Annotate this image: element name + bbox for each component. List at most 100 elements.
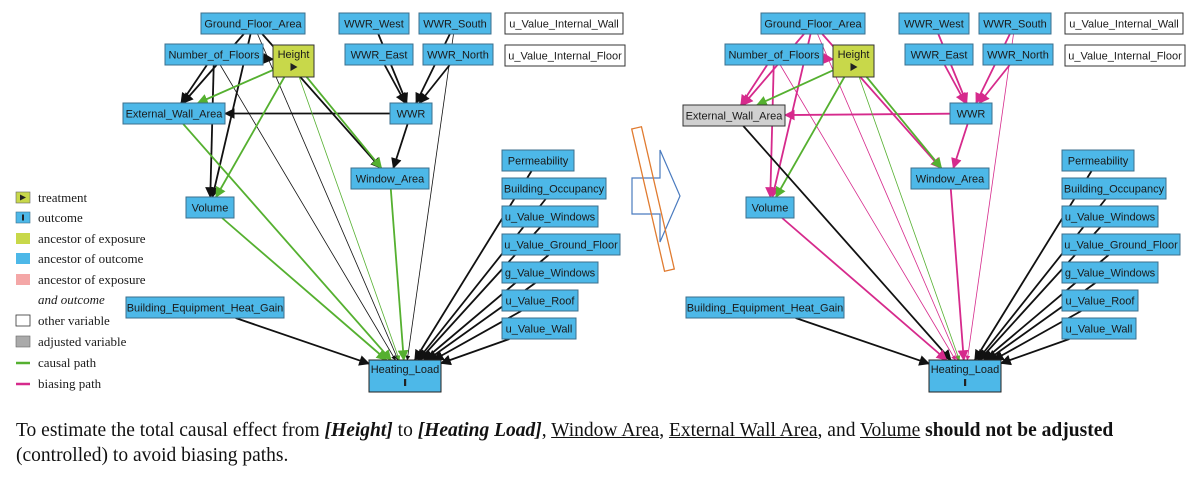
left-edges <box>180 33 550 366</box>
right-node-label: Building_Equipment_Heat_Gain <box>687 303 844 315</box>
caption-treatment: [Height] <box>324 420 393 441</box>
left-edge-volume-to-heating_load <box>221 217 388 361</box>
right-node-label: Number_of_Floors <box>728 50 820 62</box>
right-node-permeability[interactable]: Permeability <box>1061 149 1135 172</box>
left-node-permeability[interactable]: Permeability <box>501 149 575 172</box>
left-node-wwr-east[interactable]: WWR_East <box>344 43 414 66</box>
left-edge-height-to-window_area <box>305 76 383 169</box>
right-node-label: Building_Occupancy <box>1064 184 1165 196</box>
right-node-label: Ground_Floor_Area <box>764 19 862 31</box>
right-node-wwr[interactable]: WWR <box>949 102 993 125</box>
left-edge-u_value_wall-to-heating_load <box>439 338 510 366</box>
left-node-wwr-west[interactable]: WWR_West <box>338 12 410 35</box>
caption-volume: Volume <box>859 420 921 441</box>
right-node-label: Heating_Load <box>931 364 1000 376</box>
right-node-ground-floor-area[interactable]: Ground_Floor_Area <box>760 12 866 35</box>
left-node-label: u_Value_Windows <box>505 212 596 224</box>
caption-window-area: Window Area <box>551 420 660 441</box>
left-node-building-occupancy[interactable]: Building_Occupancy <box>501 177 607 200</box>
right-node-label: Height <box>838 49 870 61</box>
right-node-u-value-roof[interactable]: u_Value_Roof <box>1061 289 1139 312</box>
left-node-u-value-internal-floor[interactable]: u_Value_Internal_Floor <box>504 44 626 67</box>
left-node-wwr-south[interactable]: WWR_South <box>418 12 492 35</box>
right-node-label: WWR_South <box>983 19 1047 31</box>
transition-arrow <box>630 125 681 273</box>
legend-swatch-other <box>15 314 31 327</box>
left-edge-height-to-volume <box>215 76 286 198</box>
right-node-u-value-internal-floor[interactable]: u_Value_Internal_Floor <box>1064 44 1186 67</box>
right-node-heating-load[interactable]: Heating_Load <box>928 359 1002 393</box>
right-node-label: External_Wall_Area <box>686 111 784 123</box>
legend-swatch-ancestor-outcome <box>16 253 30 264</box>
right-node-label: WWR_East <box>911 50 968 62</box>
left-edge-wwr_east-to-wwr <box>383 64 407 104</box>
right-node-height[interactable]: Height <box>832 44 875 78</box>
left-node-g-value-windows[interactable]: g_Value_Windows <box>501 261 599 284</box>
left-node-label: Window_Area <box>356 174 425 186</box>
left-edge-wwr_north-to-wwr <box>418 64 451 104</box>
right-node-u-value-internal-wall[interactable]: u_Value_Internal_Wall <box>1064 12 1184 35</box>
left-node-label: u_Value_Wall <box>506 324 573 336</box>
right-node-u-value-wall[interactable]: u_Value_Wall <box>1061 317 1137 340</box>
left-node-u-value-internal-wall[interactable]: u_Value_Internal_Wall <box>504 12 624 35</box>
right-node-wwr-east[interactable]: WWR_East <box>904 43 974 66</box>
right-node-volume[interactable]: Volume <box>745 196 795 219</box>
left-node-wwr-north[interactable]: WWR_North <box>422 43 494 66</box>
right-node-g-value-windows[interactable]: g_Value_Windows <box>1061 261 1159 284</box>
left-node-label: Volume <box>192 203 229 215</box>
left-node-heating-load[interactable]: Heating_Load <box>368 359 442 393</box>
left-node-volume[interactable]: Volume <box>185 196 235 219</box>
left-node-height[interactable]: Height <box>272 44 315 78</box>
legend-label-outcome: outcome <box>38 210 83 225</box>
legend-label-causal: causal path <box>38 355 97 370</box>
right-node-label: u_Value_Wall <box>1066 324 1133 336</box>
right-node-wwr-north[interactable]: WWR_North <box>982 43 1054 66</box>
left-edge-wwr-to-window_area <box>391 123 409 170</box>
left-node-window-area[interactable]: Window_Area <box>350 167 430 190</box>
left-node-number-of-floors[interactable]: Number_of_Floors <box>164 43 264 66</box>
right-node-label: u_Value_Windows <box>1065 212 1156 224</box>
right-edge-window_area-to-heating_load <box>949 188 969 362</box>
right-edge-u_value_wall-to-heating_load <box>999 338 1070 366</box>
left-node-label: External_Wall_Area <box>126 109 224 121</box>
right-node-label: Volume <box>752 203 789 215</box>
legend-label-ancestor-outcome: ancestor of outcome <box>38 251 144 266</box>
left-node-label: WWR <box>397 109 426 121</box>
right-node-u-value-ground-floor[interactable]: u_Value_Ground_Floor <box>1061 233 1181 256</box>
right-node-wwr-south[interactable]: WWR_South <box>978 12 1052 35</box>
right-node-building-occupancy[interactable]: Building_Occupancy <box>1061 177 1167 200</box>
left-node-building-equipment-heat-gain[interactable]: Building_Equipment_Heat_Gain <box>125 296 285 319</box>
right-edge-building_equipment_heat_gain-to-heating_load <box>795 317 931 366</box>
left-node-label: u_Value_Ground_Floor <box>504 240 618 252</box>
right-node-label: u_Value_Roof <box>1066 296 1136 308</box>
left-node-u-value-windows[interactable]: u_Value_Windows <box>501 205 599 228</box>
play-icon <box>850 63 858 71</box>
left-node-label: Building_Occupancy <box>504 184 605 196</box>
right-node-wwr-west[interactable]: WWR_West <box>898 12 970 35</box>
right-node-u-value-windows[interactable]: u_Value_Windows <box>1061 205 1159 228</box>
left-node-label: g_Value_Windows <box>505 268 596 280</box>
left-node-wwr[interactable]: WWR <box>389 102 433 125</box>
right-node-number-of-floors[interactable]: Number_of_Floors <box>724 43 824 66</box>
right-node-building-equipment-heat-gain[interactable]: Building_Equipment_Heat_Gain <box>685 296 845 319</box>
right-node-window-area[interactable]: Window_Area <box>910 167 990 190</box>
right-edge-height-to-heating_load <box>858 76 961 361</box>
left-edge-number_of_floors-to-volume <box>205 64 216 199</box>
left-node-label: Heating_Load <box>371 364 440 376</box>
left-node-label: Permeability <box>508 156 569 168</box>
caption-external-wall-area: External Wall Area <box>668 420 818 441</box>
left-node-u-value-roof[interactable]: u_Value_Roof <box>501 289 579 312</box>
outcome-marker-icon <box>964 379 967 386</box>
left-node-external-wall-area[interactable]: External_Wall_Area <box>122 102 226 125</box>
left-edge-height-to-external_wall_area <box>196 69 274 105</box>
left-node-u-value-wall[interactable]: u_Value_Wall <box>501 317 577 340</box>
left-edge-building_equipment_heat_gain-to-heating_load <box>235 317 371 366</box>
left-node-u-value-ground-floor[interactable]: u_Value_Ground_Floor <box>501 233 621 256</box>
right-node-external-wall-area[interactable]: External_Wall_Area <box>682 104 786 127</box>
right-edge-height-to-external_wall_area <box>756 69 834 106</box>
left-node-label: u_Value_Internal_Floor <box>508 51 622 63</box>
right-edges <box>740 33 1110 366</box>
left-node-ground-floor-area[interactable]: Ground_Floor_Area <box>200 12 306 35</box>
right-edge-number_of_floors-to-external_wall_area <box>740 64 768 106</box>
